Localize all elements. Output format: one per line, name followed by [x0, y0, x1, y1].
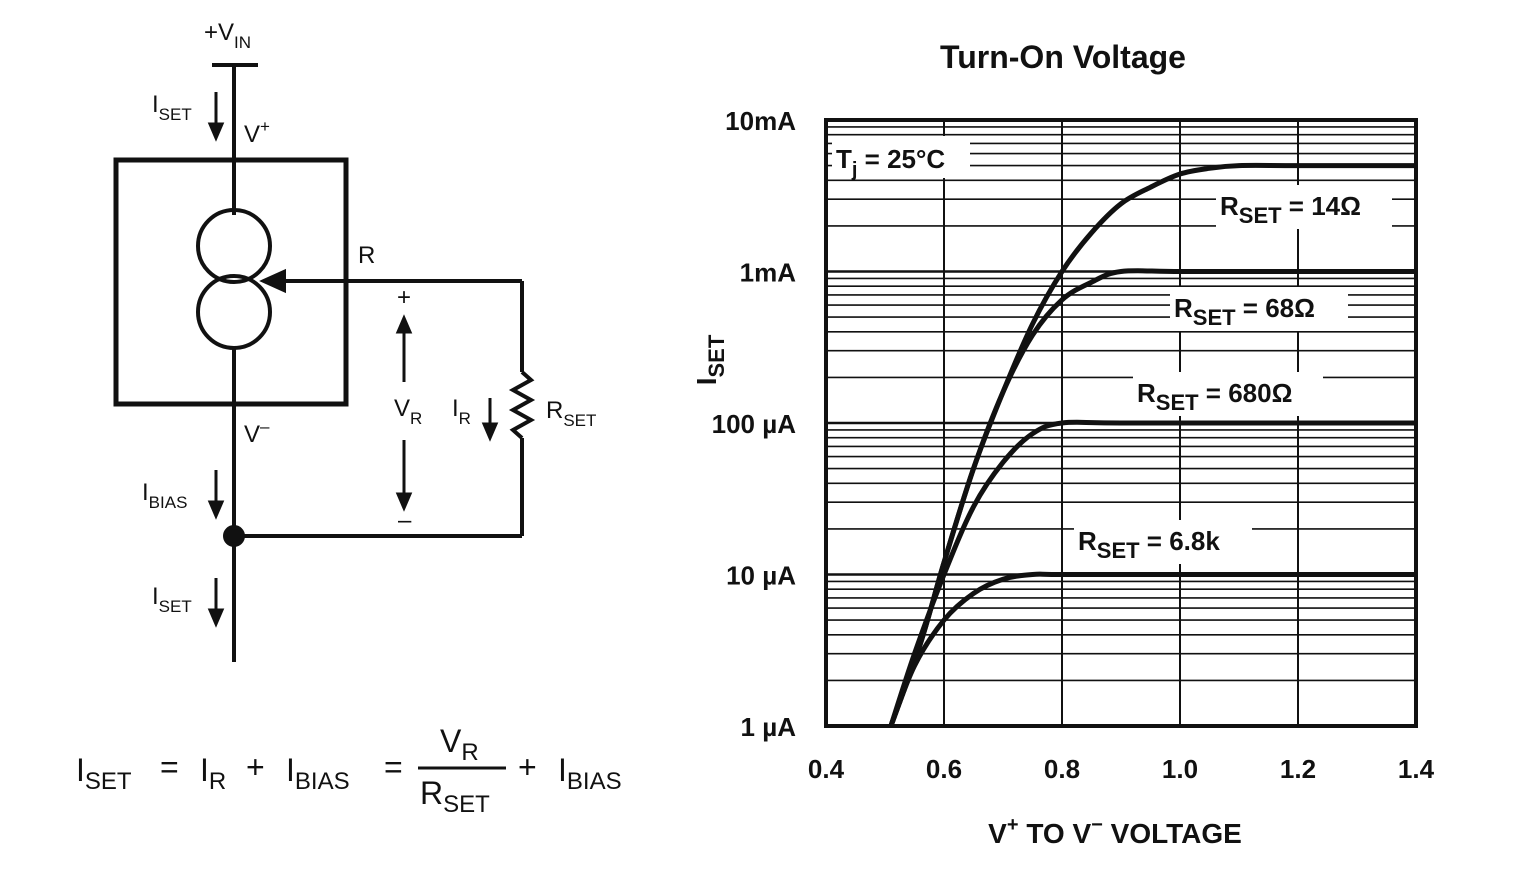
r-set-label: RSET: [546, 397, 596, 430]
i-r-label: IR: [452, 395, 471, 428]
arrow-v-r: [395, 314, 413, 512]
supply-label: +VIN: [204, 19, 251, 52]
equation-eq2: =: [384, 749, 403, 785]
arrow-i-set-top: [207, 92, 225, 142]
y-tick-label: 100 µA: [712, 409, 797, 439]
annotation-tj: Tj = 25°C: [836, 144, 945, 181]
v-r-plus-sign: +: [397, 284, 411, 311]
series-label-backdrop: [1216, 185, 1392, 229]
x-tick-label: 0.6: [926, 754, 962, 784]
equation-t2: IBIAS: [286, 752, 350, 795]
y-tick-label: 1mA: [740, 258, 797, 288]
series-label-2: RSET = 680Ω: [1137, 378, 1292, 415]
arrow-i-set-bottom: [207, 578, 225, 628]
circuit-labels: +VIN ISET V+ R + VR – IR RSET V– IBIAS I…: [142, 19, 596, 616]
equation-denominator: RSET: [420, 775, 490, 818]
series-label-1: RSET = 68Ω: [1174, 293, 1315, 330]
current-source-lower: [196, 274, 272, 350]
series-label-backdrop: [1170, 287, 1348, 331]
y-tick-label: 1 µA: [741, 712, 797, 742]
series-curve-2: [888, 419, 1416, 727]
v-r-minus-sign: –: [398, 507, 412, 534]
x-tick-label: 0.4: [808, 754, 845, 784]
series-label-0: RSET = 14Ω: [1220, 191, 1361, 228]
arrow-i-r: [481, 398, 499, 442]
equation-plus1: +: [246, 749, 265, 785]
y-tick-label: 10mA: [725, 106, 796, 136]
chart-title: Turn-On Voltage: [940, 39, 1186, 75]
x-tick-label: 1.4: [1398, 754, 1435, 784]
node-dot: [223, 525, 245, 547]
i-set-bottom-label: ISET: [152, 583, 192, 616]
resistor-r-set: [508, 370, 536, 440]
r-arrowhead: [259, 268, 286, 294]
x-axis-label: V+ TO V− VOLTAGE: [988, 814, 1242, 849]
i-bias-label: IBIAS: [142, 479, 187, 512]
current-source-upper: [196, 208, 272, 284]
y-tick-labels: 1 µA 10 µA 100 µA 1mA 10mA: [712, 106, 797, 742]
equation-t3: IBIAS: [558, 752, 622, 795]
v-r-label: VR: [394, 395, 422, 428]
equation-t1: IR: [200, 752, 226, 795]
y-axis-label: ISET: [691, 334, 729, 385]
series-label-3: RSET = 6.8k: [1078, 526, 1220, 563]
v-minus-label: V–: [244, 417, 270, 448]
y-tick-label: 10 µA: [726, 561, 796, 591]
circuit-diagram: [113, 63, 536, 662]
series-curve-3: [888, 571, 1416, 727]
x-tick-labels: 0.4 0.6 0.8 1.0 1.2 1.4: [808, 754, 1435, 784]
equation-lhs: ISET: [76, 752, 132, 795]
v-plus-label: V+: [244, 117, 270, 148]
equation-eq1: =: [160, 749, 179, 785]
equation-plus2: +: [518, 749, 537, 785]
r-pin-label: R: [358, 242, 375, 269]
equation: ISET = IR + IBIAS = VR RSET + IBIAS: [76, 723, 622, 818]
series-labels: RSET = 14Ω RSET = 68Ω RSET = 680Ω RSET = 6.…: [1074, 185, 1392, 564]
equation-numerator: VR: [440, 723, 479, 766]
series-label-backdrop: [1133, 372, 1323, 416]
series-label-backdrop: [1074, 520, 1252, 564]
x-tick-label: 1.0: [1162, 754, 1198, 784]
curves: [888, 162, 1416, 727]
series-curve-1: [888, 268, 1416, 727]
x-tick-label: 1.2: [1280, 754, 1316, 784]
annotation-backdrop: [832, 136, 970, 178]
x-tick-label: 0.8: [1044, 754, 1080, 784]
arrow-i-bias: [207, 470, 225, 520]
i-set-top-label: ISET: [152, 91, 192, 124]
